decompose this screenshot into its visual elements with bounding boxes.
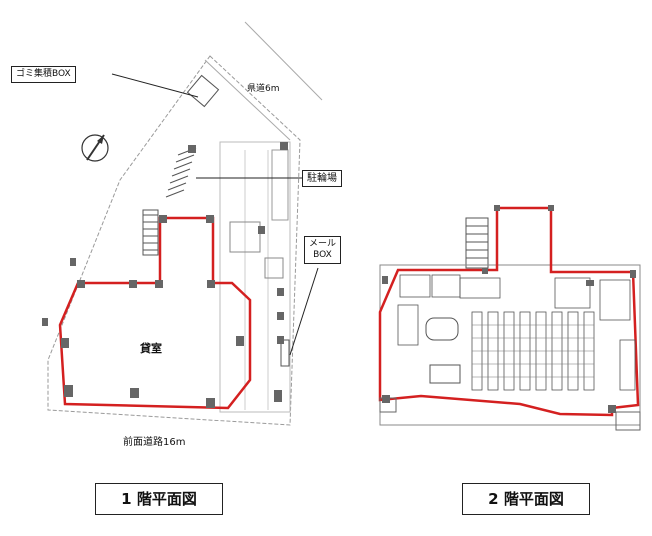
floor1-caption: 1 階平面図	[95, 483, 223, 515]
floor2-columns	[382, 205, 636, 413]
leader-garbage	[111, 73, 199, 98]
leader-mailbox	[289, 267, 319, 356]
garbage-box-label: ゴミ集積BOX	[11, 66, 76, 83]
floor2-rooms	[397, 274, 636, 391]
floor2-meeting-table-2	[429, 364, 461, 384]
mail-box-label: メール BOX	[304, 236, 342, 264]
floor1-columns	[42, 142, 288, 408]
floor1-elevator	[264, 257, 284, 279]
front-road-label: 前面道路16m	[123, 437, 186, 448]
floor1-stair	[229, 221, 261, 253]
floor1-core-area	[219, 141, 291, 413]
floor2-lower-left-stair	[379, 397, 397, 413]
floor2-meeting-table	[425, 317, 459, 341]
floor2-stair-treads	[466, 225, 488, 259]
bicycle-rack-hatch	[165, 147, 197, 198]
floor2-rental-outline	[378, 206, 640, 417]
garbage-box-shape	[186, 74, 220, 108]
rental-room-label: 貸室	[140, 342, 162, 355]
floor2-desk-dividers	[472, 324, 594, 378]
mail-box-label-line1: メール	[309, 239, 337, 249]
bicycle-parking-label: 駐輪場	[302, 170, 342, 187]
floor1-bike-parking-area	[271, 149, 289, 221]
rental-room-outline	[58, 216, 252, 410]
mail-box-label-line2: BOX	[313, 250, 332, 260]
north-arrow	[81, 134, 109, 162]
floor1-exterior-stair	[142, 209, 159, 256]
floor2-stair	[465, 217, 489, 269]
prefectural-road-edge-2	[204, 59, 291, 141]
floor1-site-boundary	[47, 55, 301, 426]
floor2-plan	[378, 205, 641, 431]
floor2-building-outline	[379, 264, 641, 426]
mail-box-shape	[280, 339, 290, 367]
floor2-caption: 2 階平面図	[462, 483, 590, 515]
floor1-plan	[42, 21, 323, 426]
floor2-lower-right-stair	[615, 411, 641, 431]
prefectural-road-label: 県道6m	[247, 84, 280, 94]
prefectural-road-edge	[244, 21, 323, 101]
